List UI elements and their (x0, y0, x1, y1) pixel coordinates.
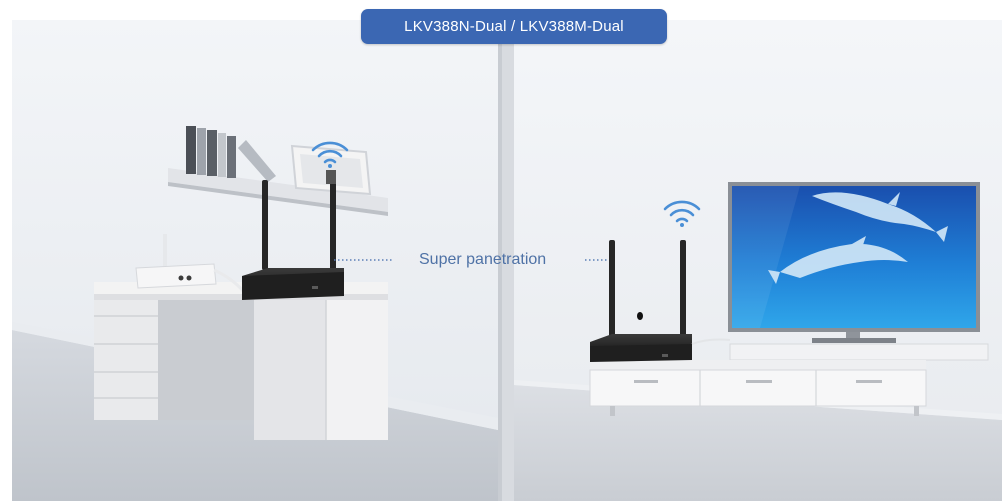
signal-caption: Super panetration (419, 251, 547, 268)
dolphin-image (768, 192, 948, 284)
wifi-icon (663, 200, 701, 227)
router (135, 234, 246, 293)
television (728, 182, 980, 343)
tv-stand (589, 343, 989, 416)
transmitter-device (242, 170, 344, 300)
left-desk (94, 282, 388, 440)
receiver-device (590, 240, 731, 362)
product-title: LKV388N-Dual / LKV388M-Dual (361, 9, 667, 44)
wifi-icon (311, 141, 349, 168)
